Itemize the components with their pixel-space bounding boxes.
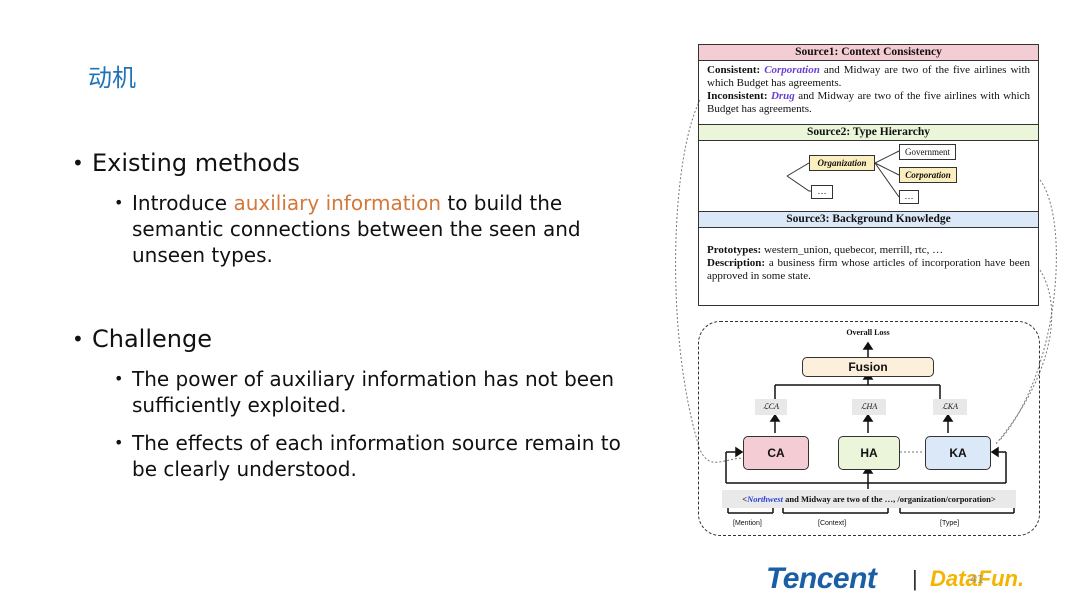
consistent-label: Consistent:	[707, 64, 761, 76]
consistent-word: Corporation	[764, 64, 820, 76]
tag-context: [Context]	[818, 520, 847, 527]
source1-body: Consistent: Corporation and Midway are t…	[699, 61, 1038, 124]
proto-label: Prototypes:	[707, 244, 762, 256]
input-rest: and Midway are two of the …, /organizati…	[783, 494, 996, 504]
source1-header: Source1: Context Consistency	[699, 45, 1038, 61]
inconsistent-word: Drug	[770, 90, 795, 102]
corp-node: Corporation	[899, 167, 957, 183]
source-panel: Source1: Context Consistency Consistent:…	[698, 44, 1039, 306]
ka-module: KA	[925, 436, 991, 470]
desc-label: Description:	[707, 257, 766, 269]
source2-header: Source2: Type Hierarchy	[699, 124, 1038, 141]
model-diagram	[698, 321, 1040, 536]
child-ellipsis-node: …	[899, 190, 919, 204]
logo-separator: |	[912, 566, 918, 591]
org-ellipsis-node: …	[811, 185, 833, 199]
bullet-challenge: Challenge	[72, 324, 642, 354]
fusion-box: Fusion	[802, 357, 934, 377]
org-node: Organization	[809, 155, 875, 171]
loss-ha-label: ℒHA	[852, 399, 886, 415]
desc-text: a business firm whose articles of incorp…	[707, 257, 1030, 282]
text-post: to build the semantic connections betwee…	[132, 191, 581, 267]
bullet-challenge-sub2: The effects of each information source r…	[72, 430, 642, 482]
input-open: <	[742, 494, 748, 504]
proto-text: western_union, quebecor, merrill, rtc, …	[761, 244, 944, 256]
bullet-auxiliary-information: Introduce auxiliary information to build…	[72, 190, 642, 268]
ca-module: CA	[743, 436, 809, 470]
model-arrows	[725, 341, 1015, 514]
tag-type: [Type]	[940, 520, 960, 527]
loss-ka-label: ℒKA	[933, 399, 967, 415]
overall-loss-label: Overall Loss	[846, 328, 890, 337]
input-mention: Northwest	[747, 494, 784, 504]
slide-title: 动机	[88, 64, 136, 92]
text-pre: Introduce	[132, 191, 234, 215]
bullet-list: Existing methods Introduce auxiliary inf…	[72, 148, 642, 482]
gov-node: Government	[899, 144, 956, 160]
tag-mention: [Mention]	[733, 520, 762, 527]
consistent-text: and Midway are two of the five airlines …	[707, 64, 1031, 89]
bullet-existing-methods: Existing methods	[72, 148, 642, 178]
inconsistent-label: Inconsistent:	[707, 90, 768, 102]
datafun-logo: DataFun.	[930, 566, 1025, 591]
tencent-logo: Tencent	[766, 562, 877, 595]
type-hierarchy: Organization … Government Corporation …	[699, 141, 1038, 211]
input-sequence: <Northwest and Midway are two of the …, …	[722, 490, 1016, 508]
bullet-challenge-sub1: The power of auxiliary information has n…	[72, 366, 642, 418]
highlight-auxiliary-information: auxiliary information	[233, 191, 442, 215]
ha-module: HA	[838, 436, 900, 470]
source3-body: Prototypes: western_union, quebecor, mer…	[699, 228, 1038, 286]
page-number: 41	[970, 573, 984, 586]
loss-ca-label: ℒCA	[755, 399, 787, 415]
source3-header: Source3: Background Knowledge	[699, 211, 1038, 228]
inconsistent-text: and Midway are two of the five airlines …	[707, 90, 1030, 115]
